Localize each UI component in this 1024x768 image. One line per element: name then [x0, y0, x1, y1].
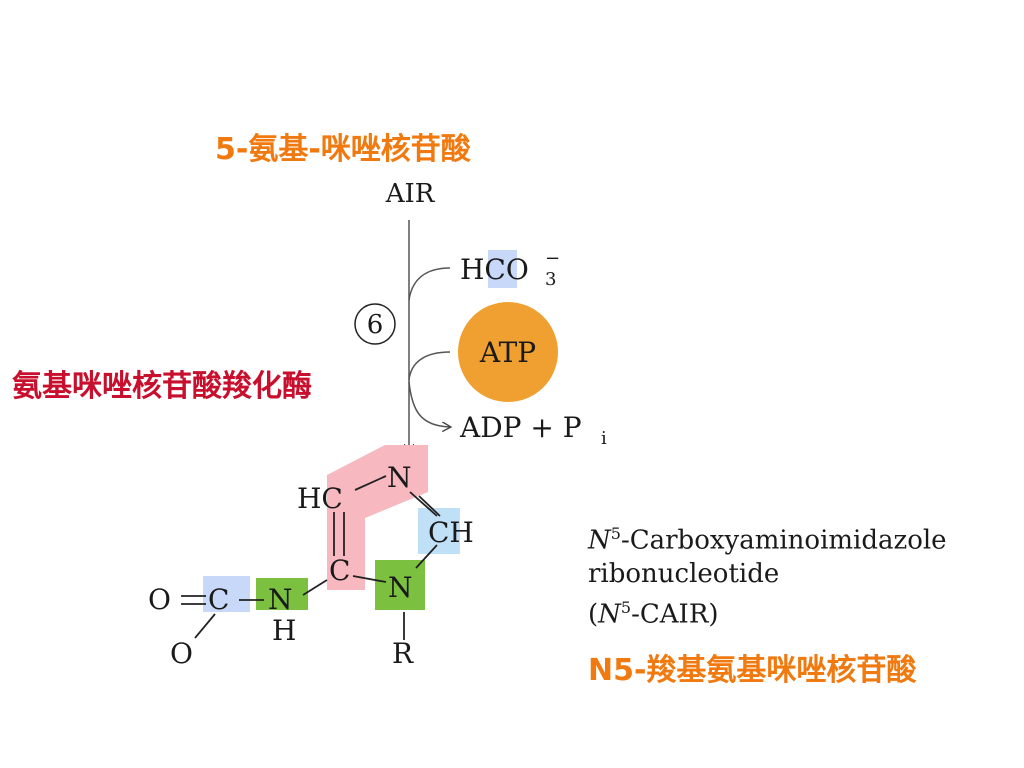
- atom-hc: HC: [297, 482, 343, 515]
- bicarbonate-subscript: 3: [545, 269, 556, 290]
- atom-ch: CH: [428, 516, 474, 549]
- enzyme-chinese-name: 氨基咪唑核苷酸羧化酶: [12, 369, 312, 404]
- atp-input-curve: [408, 351, 451, 381]
- product-name-line3: (N5-CAIR): [588, 597, 719, 630]
- product-english-name: N5-Carboxyaminoimidazole ribonucleotide …: [588, 517, 947, 631]
- atom-n1: N: [388, 571, 413, 604]
- atom-c-carboxyl: C: [208, 583, 229, 616]
- structure-bonds: [181, 475, 441, 640]
- atom-o-double: O: [148, 583, 171, 616]
- bicarbonate-carbon-highlight: [488, 250, 517, 288]
- bicarbonate-input-curve: [408, 267, 451, 301]
- product-name-line2: ribonucleotide: [588, 558, 780, 589]
- step-number: 6: [367, 310, 384, 340]
- amino-n-highlight: [256, 578, 308, 610]
- atom-n-amino: N: [268, 583, 293, 616]
- substrate-abbr: AIR: [385, 179, 436, 209]
- atom-h-amino: H: [272, 614, 296, 647]
- product-name-line1: N5-Carboxyaminoimidazole: [588, 524, 947, 556]
- bicarbonate-formula: HCO: [460, 253, 529, 286]
- atom-c4: C: [329, 554, 350, 587]
- atom-n3: N: [387, 461, 412, 494]
- carboxyl-c-highlight: [203, 576, 250, 612]
- bicarbonate-charge: −: [545, 248, 560, 269]
- pink-ring-highlight: [327, 445, 428, 590]
- atp-label: ATP: [479, 336, 536, 369]
- product-chinese-name: N5-羧基氨基咪唑核苷酸: [588, 653, 917, 688]
- adp-pi-label: ADP + P: [459, 411, 582, 444]
- pi-subscript: i: [601, 428, 607, 449]
- adp-output-curve: [408, 381, 450, 427]
- atom-r: R: [392, 637, 414, 670]
- atp-circle: [458, 302, 558, 402]
- atom-o-single: O: [170, 637, 193, 670]
- substrate-chinese-title: 5-氨基-咪唑核苷酸: [215, 132, 471, 167]
- step-number-circle: [354, 303, 396, 345]
